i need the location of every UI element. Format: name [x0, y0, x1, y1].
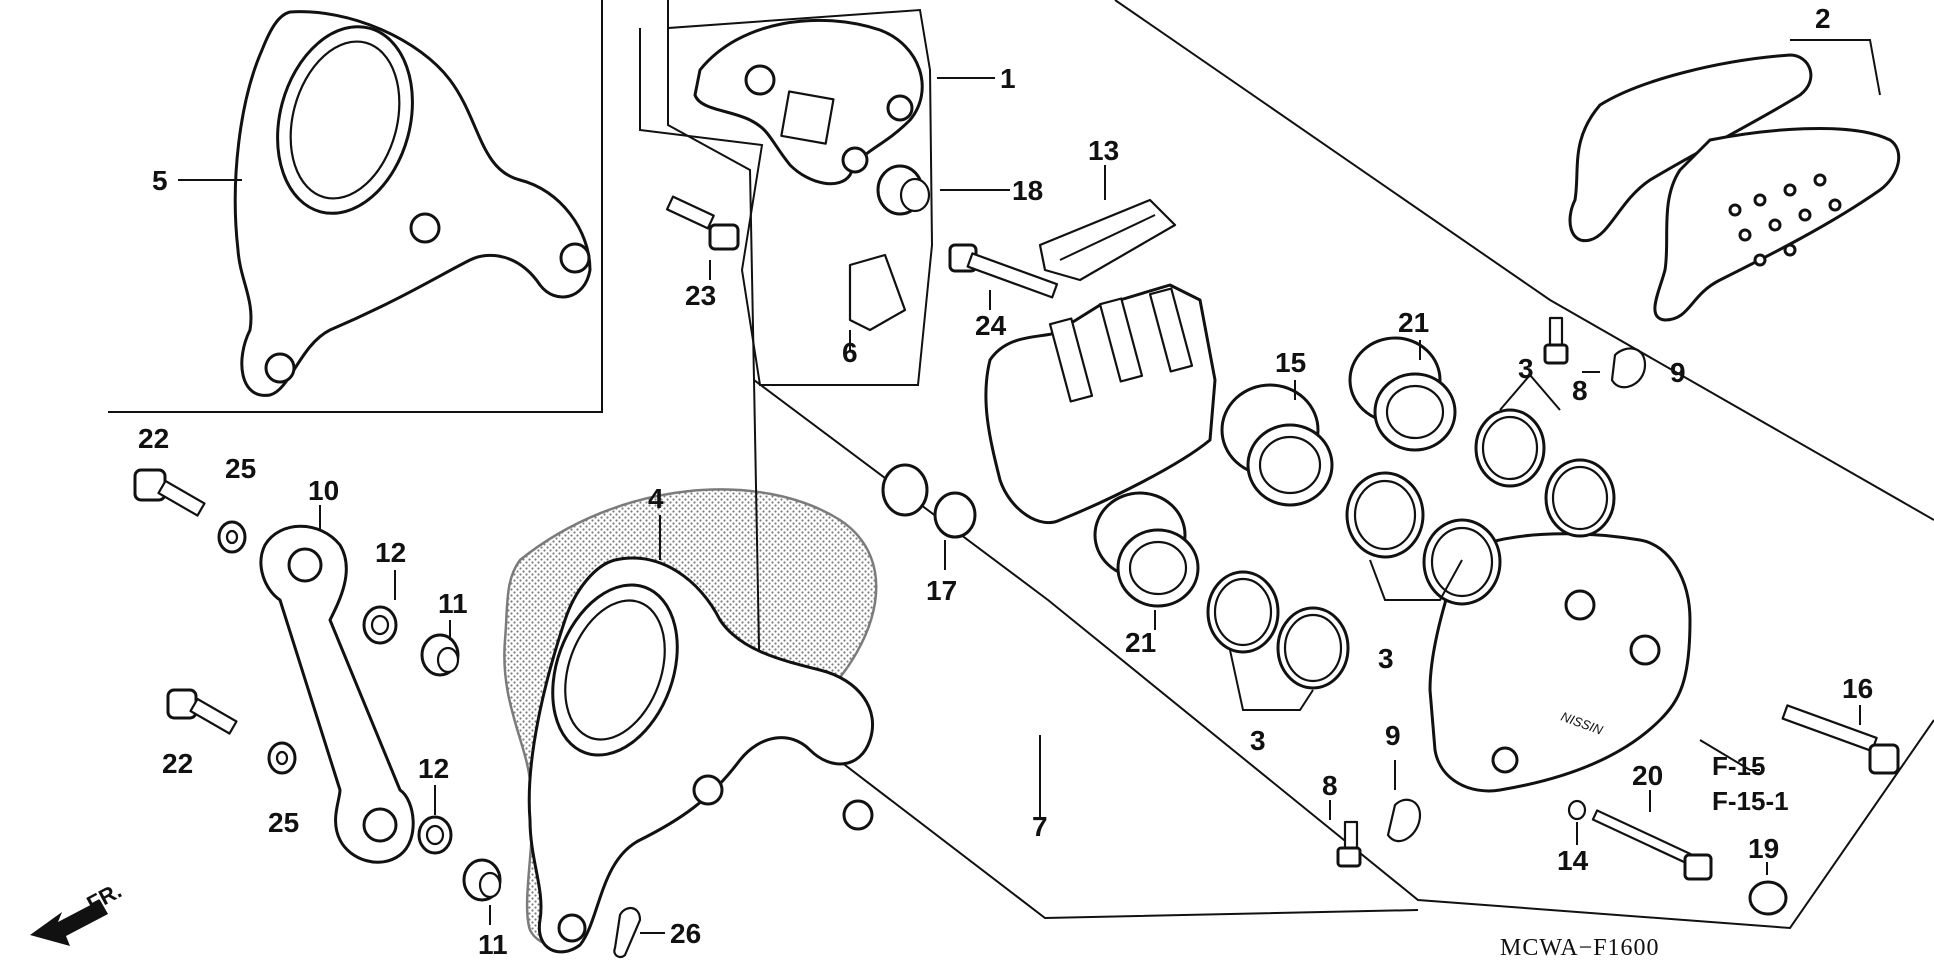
pad-pin-clip-6 [848, 253, 907, 332]
brake-pads [1568, 53, 1901, 322]
callout-22-upper: 22 [138, 423, 169, 454]
callout-3-upper: 3 [1518, 353, 1534, 384]
brake-panel-main [503, 488, 878, 954]
callout-8-lower: 8 [1322, 770, 1338, 801]
bearing-12-upper [362, 605, 398, 645]
piston-15 [1220, 383, 1334, 507]
callout-7: 7 [1032, 811, 1048, 842]
callout-10: 10 [308, 475, 339, 506]
pin-20 [1591, 809, 1713, 881]
callout-5: 5 [152, 165, 168, 196]
inset-frame [108, 0, 603, 413]
callout-3-lower: 3 [1250, 725, 1266, 756]
callout-4: 4 [648, 483, 664, 514]
torque-link [259, 524, 415, 864]
callout-24: 24 [975, 310, 1007, 341]
callout-12-upper: 12 [375, 537, 406, 568]
callout-1: 1 [1000, 63, 1016, 94]
callout-13: 13 [1088, 135, 1119, 166]
caliper-outer-half: NISSIN [1428, 532, 1692, 793]
callout-21-upper: 21 [1398, 307, 1429, 338]
callout-25-upper: 25 [225, 453, 256, 484]
callout-9-lower: 9 [1385, 720, 1401, 751]
caliper-bracket [693, 18, 924, 186]
collar-17 [881, 463, 977, 539]
bleeder-8-lower [1336, 820, 1362, 868]
brake-panel-inset [233, 10, 592, 397]
callout-26: 26 [670, 918, 701, 949]
piston-21-upper [1348, 336, 1457, 452]
piston-21-lower [1093, 491, 1200, 608]
callout-21-lower: 21 [1125, 627, 1156, 658]
reference-f15: F-15 [1712, 751, 1765, 781]
clip-26 [613, 907, 642, 959]
callout-9-upper: 9 [1670, 357, 1686, 388]
washer-25-upper [217, 520, 247, 554]
callout-8-upper: 8 [1572, 375, 1588, 406]
bolt-22-upper [133, 468, 206, 517]
collar-11-lower [462, 858, 502, 902]
assembly-outline-1 [639, 0, 934, 386]
callout-14: 14 [1557, 845, 1589, 876]
washer-25-lower [267, 741, 297, 775]
front-direction-marker: FR. [30, 878, 126, 946]
callout-11-lower: 11 [478, 929, 508, 960]
cap-9-upper [1610, 347, 1647, 389]
bearing-12-lower [417, 815, 453, 855]
callout-25-lower: 25 [268, 807, 299, 838]
callout-11-upper: 11 [438, 588, 468, 619]
callout-2: 2 [1815, 3, 1831, 34]
pad-friction-holes [1728, 173, 1842, 267]
callout-6: 6 [842, 337, 858, 368]
callout-16: 16 [1842, 673, 1873, 704]
callout-20: 20 [1632, 760, 1663, 791]
callout-23: 23 [685, 280, 716, 311]
bolt-22-lower [166, 688, 238, 735]
callout-18: 18 [1012, 175, 1043, 206]
diagram-code: MCWA−F1600 [1500, 935, 1660, 961]
callout-labels: 1 2 3 3 3 4 5 6 7 8 8 9 9 10 11 11 12 12… [138, 3, 1873, 960]
pad-spring [1038, 198, 1177, 282]
callout-17: 17 [926, 575, 957, 606]
bolt-23 [665, 195, 740, 251]
piston-seals [1206, 408, 1616, 690]
callout-3-middle: 3 [1378, 643, 1394, 674]
plug-19 [1748, 880, 1788, 916]
callout-15: 15 [1275, 347, 1306, 378]
cap-9-lower [1386, 798, 1422, 843]
collar-11-upper [420, 633, 460, 677]
callout-12-lower: 12 [418, 753, 449, 784]
bleeder-8-upper [1543, 316, 1569, 365]
callout-19: 19 [1748, 833, 1779, 864]
callout-22-lower: 22 [162, 748, 193, 779]
leader-lines [178, 39, 1881, 934]
collar-18 [876, 164, 931, 216]
washer-14 [1567, 799, 1587, 821]
pin-16 [1781, 704, 1900, 775]
reference-f15-1: F-15-1 [1712, 786, 1789, 816]
bolt-24 [948, 243, 1059, 299]
caliper-inner-half [984, 283, 1217, 525]
